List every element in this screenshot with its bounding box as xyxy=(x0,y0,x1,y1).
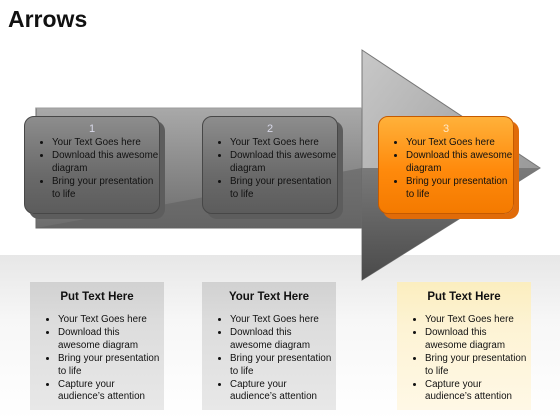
list-item: Your Text Goes here xyxy=(425,314,531,326)
step-list: Your Text Goes here Download this awesom… xyxy=(25,137,159,201)
list-item: Bring your presentation to life xyxy=(406,176,513,201)
panel-list: Your Text Goes here Download this awesom… xyxy=(202,314,336,404)
panel-list: Your Text Goes here Download this awesom… xyxy=(30,314,164,404)
list-item: Download this awesome diagram xyxy=(58,327,164,352)
step-box-3: 3 Your Text Goes here Download this awes… xyxy=(378,116,514,214)
step-number: 1 xyxy=(88,123,96,135)
list-item: Capture your audience’s attention xyxy=(58,379,164,404)
step-number: 3 xyxy=(442,123,450,135)
list-item: Download this awesome diagram xyxy=(230,327,336,352)
list-item: Your Text Goes here xyxy=(230,314,336,326)
list-item: Download this awesome diagram xyxy=(52,150,159,175)
list-item: Bring your presentation to life xyxy=(230,176,337,201)
list-item: Download this awesome diagram xyxy=(230,150,337,175)
step-number: 2 xyxy=(266,123,274,135)
panel-heading: Put Text Here xyxy=(60,291,134,303)
step-box-2: 2 Your Text Goes here Download this awes… xyxy=(202,116,338,214)
list-item: Your Text Goes here xyxy=(58,314,164,326)
step-list: Your Text Goes here Download this awesom… xyxy=(203,137,337,201)
list-item: Bring your presentation to life xyxy=(58,353,164,378)
list-item: Download this awesome diagram xyxy=(425,327,531,352)
step-box-1: 1 Your Text Goes here Download this awes… xyxy=(24,116,160,214)
step-list: Your Text Goes here Download this awesom… xyxy=(379,137,513,201)
list-item: Capture your audience’s attention xyxy=(230,379,336,404)
slide-title: Arrows xyxy=(8,6,88,32)
text-panel-3: Put Text Here Your Text Goes here Downlo… xyxy=(397,282,531,410)
panel-heading: Your Text Here xyxy=(228,291,310,303)
text-panel-2: Your Text Here Your Text Goes here Downl… xyxy=(202,282,336,410)
list-item: Your Text Goes here xyxy=(406,137,513,149)
panel-heading: Put Text Here xyxy=(427,291,501,303)
list-item: Bring your presentation to life xyxy=(425,353,531,378)
list-item: Download this awesome diagram xyxy=(406,150,513,175)
list-item: Capture your audience’s attention xyxy=(425,379,531,404)
panel-list: Your Text Goes here Download this awesom… xyxy=(397,314,531,404)
list-item: Your Text Goes here xyxy=(230,137,337,149)
list-item: Bring your presentation to life xyxy=(52,176,159,201)
text-panel-1: Put Text Here Your Text Goes here Downlo… xyxy=(30,282,164,410)
list-item: Bring your presentation to life xyxy=(230,353,336,378)
list-item: Your Text Goes here xyxy=(52,137,159,149)
